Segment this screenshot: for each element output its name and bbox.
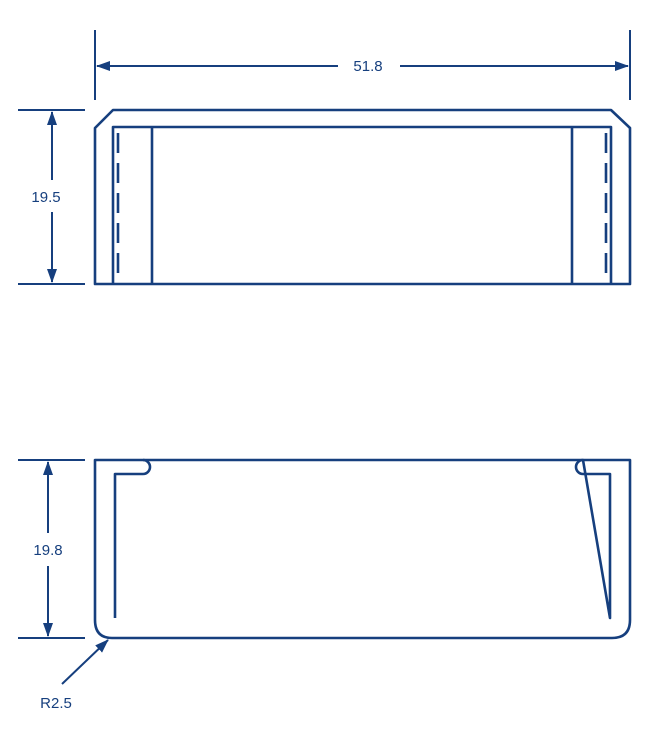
bottom-view-outer-outline	[93, 458, 632, 640]
bottom-height-dimension	[18, 459, 85, 639]
radius-leader-line	[61, 639, 109, 685]
radius-label: R2.5	[40, 695, 72, 712]
radius-leader	[61, 639, 109, 685]
width-label: 51.8	[353, 58, 382, 75]
width-dimension	[94, 30, 631, 100]
top-height-label: 19.5	[31, 189, 60, 206]
top-height-dimension	[18, 109, 85, 285]
top-view-inner-outline	[111, 125, 613, 284]
top-view-outer-outline	[93, 108, 632, 286]
bottom-view-inner-outline	[113, 458, 612, 620]
top-view	[93, 108, 632, 286]
bottom-view	[93, 458, 632, 640]
bottom-height-label: 19.8	[33, 542, 62, 559]
